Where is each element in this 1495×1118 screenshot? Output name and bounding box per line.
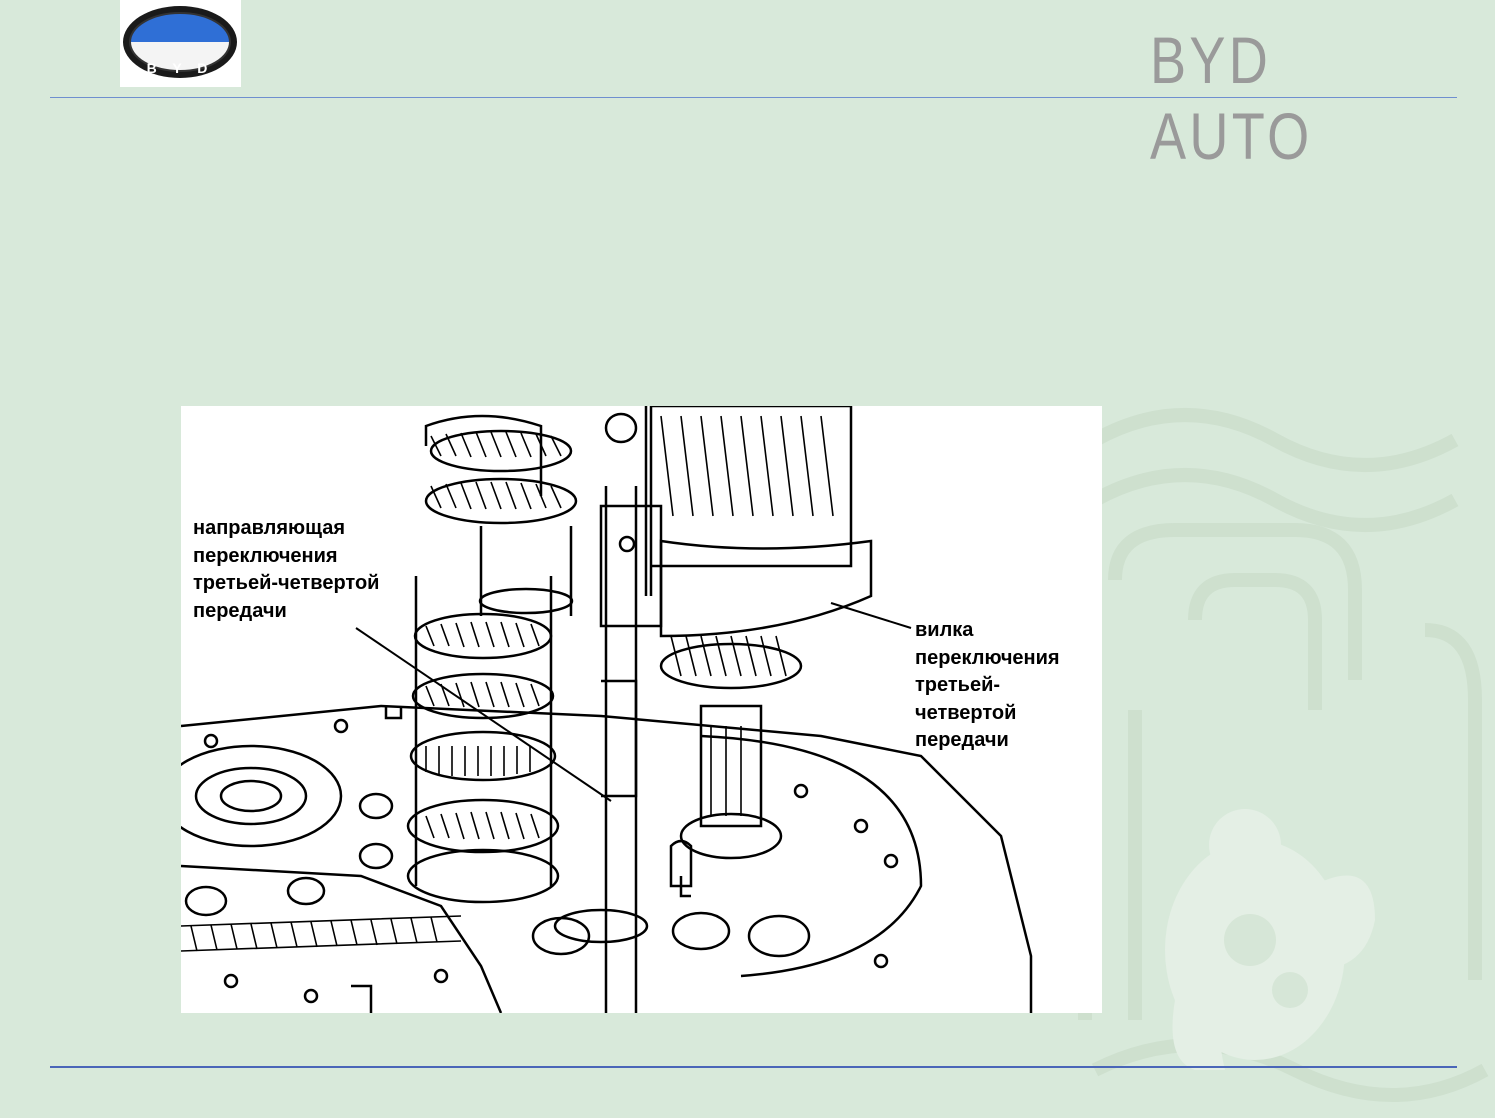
leader-lines xyxy=(355,602,912,802)
shift-fork-label: вилка переключения третьей- четвертой пе… xyxy=(915,619,1060,751)
byd-logo: B Y D xyxy=(120,0,241,87)
gearbox-line-drawing xyxy=(181,406,1033,1013)
header-divider xyxy=(50,97,1457,98)
decorative-background-pattern xyxy=(1078,408,1489,1102)
guide-rail-label: направляющая переключения третьей-четвер… xyxy=(193,517,380,622)
gearbox-illustration: направляющая переключения третьей-четвер… xyxy=(181,406,1102,1013)
footer-divider xyxy=(50,1066,1457,1068)
brand-title: BYD AUTO xyxy=(1150,23,1313,173)
logo-letters: B Y D xyxy=(147,60,214,76)
